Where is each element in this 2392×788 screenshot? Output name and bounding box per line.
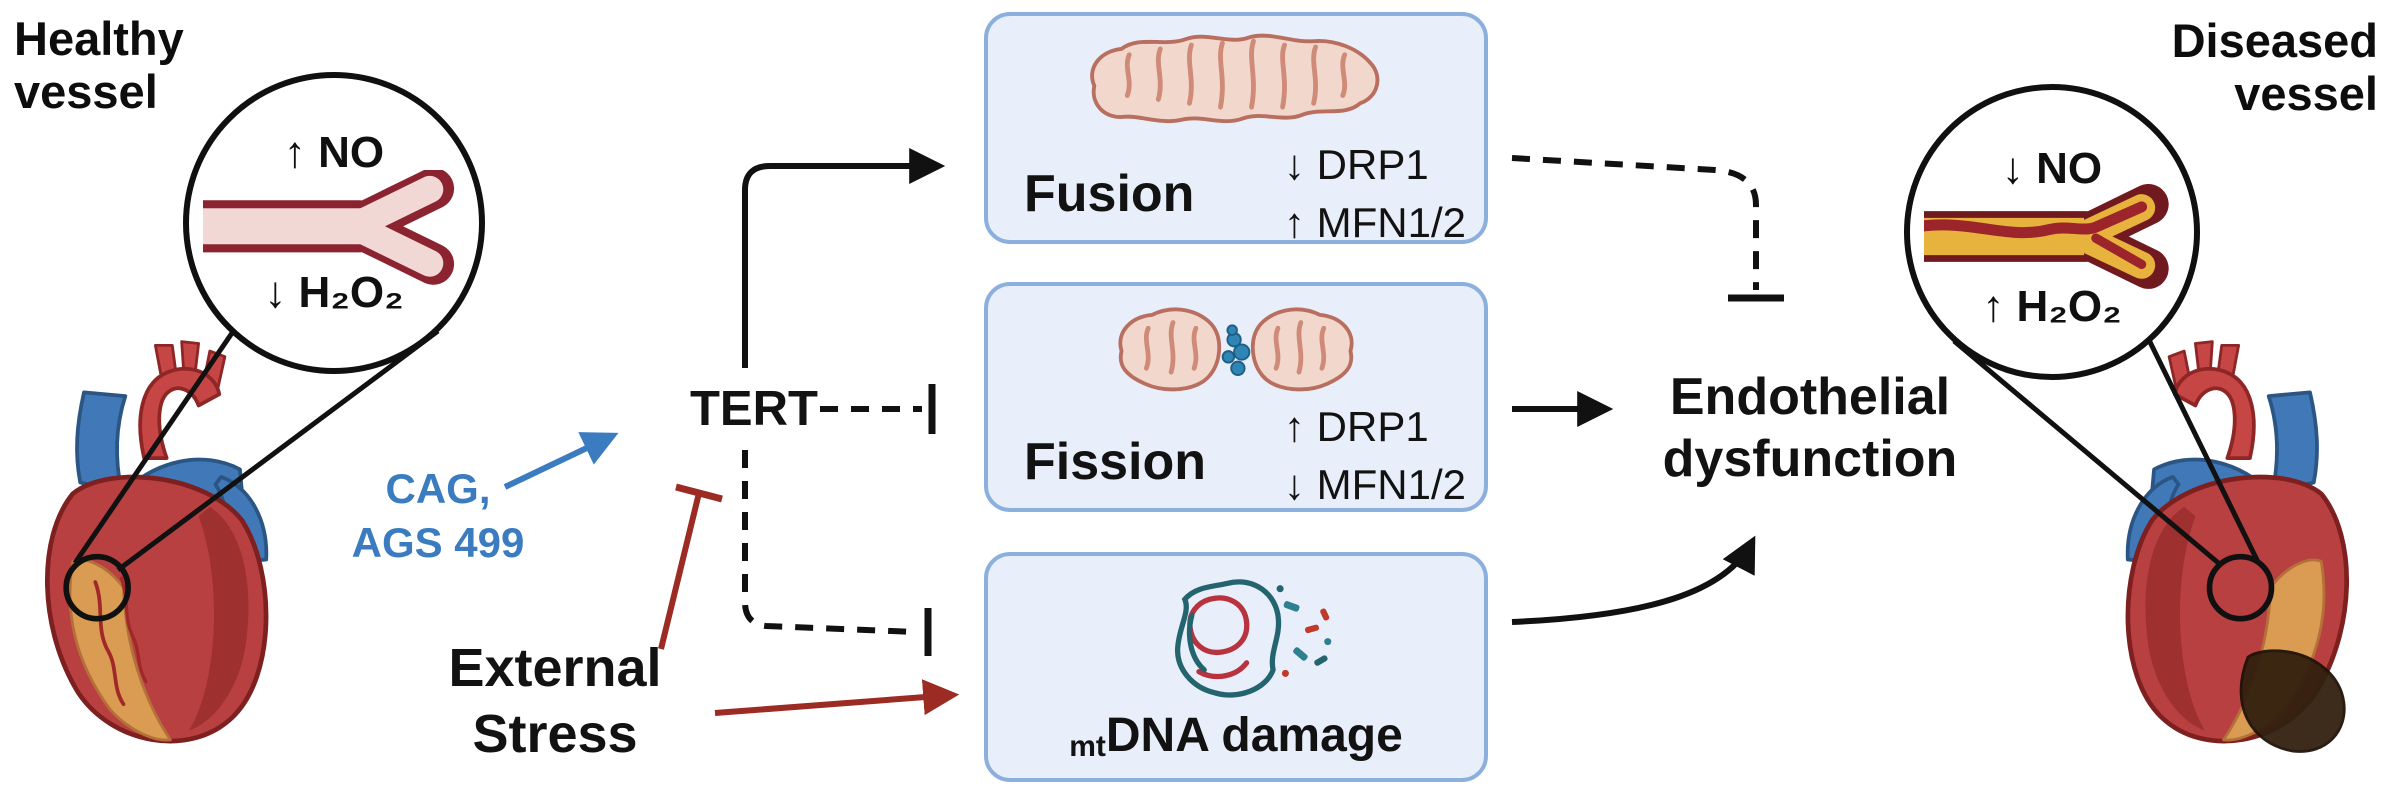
mtdna-damage-title: mtDNA damage (988, 708, 1484, 764)
fission-mfn-stat: ↓ MFN1/2 (1284, 460, 1467, 508)
diseased-magnifier-circle: ↓ NO ↑ H₂O₂ (1904, 84, 2200, 380)
mtdna-to-endothelial-arrow (1511, 535, 1756, 625)
stress-inhibit-tert-connector (658, 492, 702, 650)
activators-label: CAG, AGS 499 (351, 465, 525, 566)
stress-to-mtdna-arrow (714, 679, 960, 716)
fusion-inhibit-endothelial-connector (1511, 155, 1759, 290)
tert-to-fusion-arrow (742, 148, 946, 368)
healthy-no-label: ↑ NO (283, 128, 385, 177)
diseased-vessel-title: Diseased vessel (2171, 14, 2378, 121)
mtdna-title-text: DNA damage (1105, 709, 1403, 762)
healthy-h2o2-label: ↓ H₂O₂ (264, 268, 404, 317)
fused-mitochondrion-icon (1090, 33, 1380, 124)
healthy-magnifier-circle: ↑ NO ↓ H₂O₂ (183, 72, 485, 374)
fusion-drp1-stat: ↓ DRP1 (1284, 141, 1429, 188)
diseased-h2o2-label: ↑ H₂O₂ (1982, 282, 2122, 331)
healthy-vessel-title: Healthy vessel (14, 12, 184, 119)
stress-inhibit-tert-tbar (675, 483, 723, 503)
fission-title: Fission (1024, 433, 1207, 491)
mtdna-prefix: mt (1069, 730, 1106, 763)
dividing-mitochondria-icon (1118, 307, 1354, 392)
fission-drp1-stat: ↑ DRP1 (1284, 403, 1429, 450)
mtdna-damage-box: mtDNA damage (984, 552, 1488, 782)
diseased-no-label: ↓ NO (2001, 144, 2103, 193)
tert-inhibit-mtdna-connector (742, 450, 917, 635)
healthy-vessel-illustration (203, 170, 455, 285)
fusion-box: Fusion ↓ DRP1 ↑ MFN1/2 (984, 12, 1488, 246)
diseased-vessel-illustration (1924, 184, 2169, 289)
external-stress-label: External Stress (448, 638, 662, 764)
endothelial-dysfunction-label: Endothelial dysfunction (1662, 368, 1958, 489)
fusion-mfn-stat: ↑ MFN1/2 (1284, 198, 1467, 246)
infarct-region (2239, 649, 2346, 753)
tert-label: TERT (690, 382, 818, 436)
healthy-heart-illustration (44, 340, 269, 744)
diseased-heart-illustration (2125, 340, 2350, 753)
damaged-mtdna-icon (1175, 579, 1332, 698)
fusion-title: Fusion (1024, 165, 1195, 223)
fission-box: Fission ↑ DRP1 ↓ MFN1/2 (984, 282, 1488, 512)
